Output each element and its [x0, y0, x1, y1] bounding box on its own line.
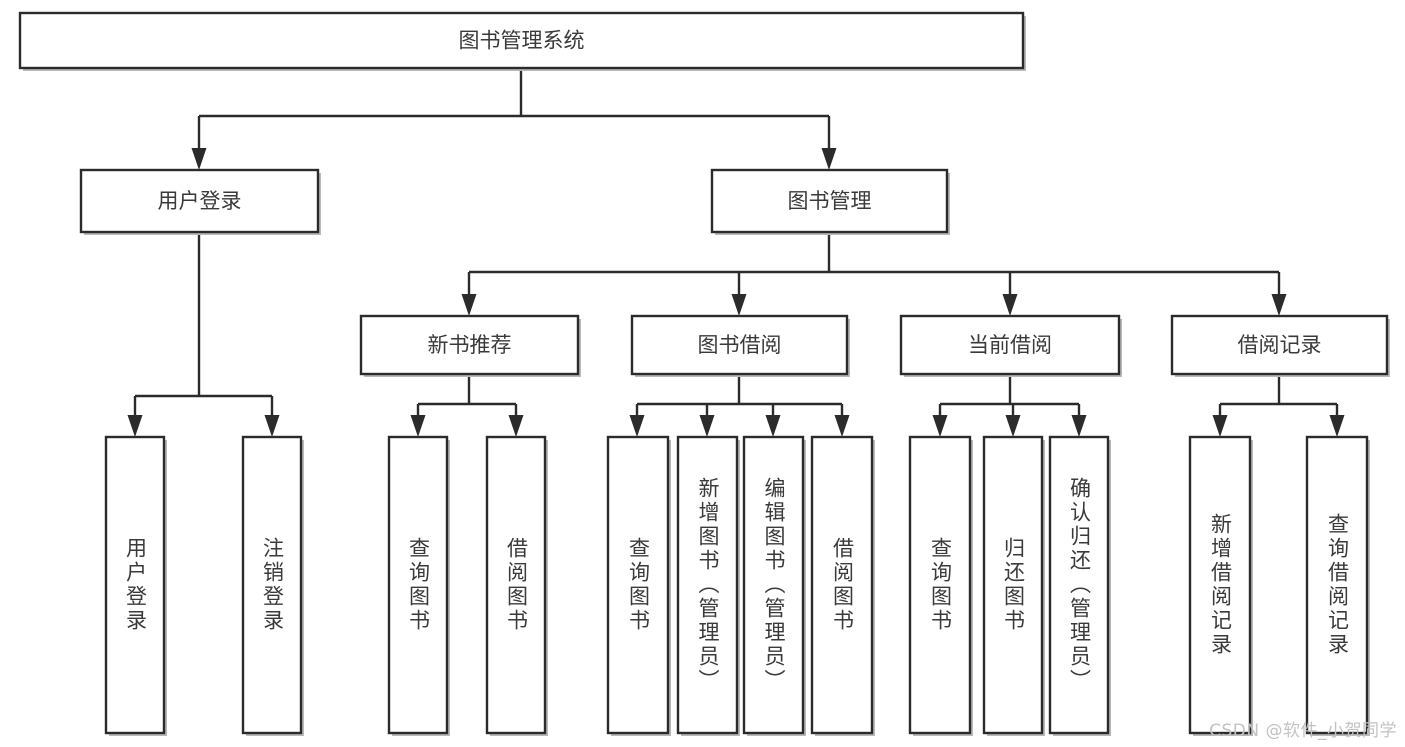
node-leaf-user-login[interactable] — [104, 435, 167, 736]
node-user-login[interactable] — [79, 168, 321, 235]
csdn-watermark: CSDN @软件_小贺同学 — [1209, 721, 1397, 741]
node-leaf-logout[interactable] — [241, 435, 304, 736]
connector-current-borrow — [932, 374, 1087, 437]
node-borrow-record[interactable] — [1170, 314, 1390, 377]
node-leaf-query-book-2[interactable] — [606, 435, 671, 736]
node-leaf-query-borrow-record[interactable] — [1305, 435, 1370, 736]
node-label-root: 图书管理系统 — [459, 29, 585, 53]
node-label-borrow-record: 借阅记录 — [1238, 333, 1322, 357]
node-leaf-return-book[interactable] — [982, 435, 1045, 736]
node-leaf-edit-book-admin[interactable] — [742, 435, 806, 736]
node-book-manage[interactable] — [710, 168, 950, 235]
connector-new-book-recommend — [410, 374, 524, 437]
node-leaf-add-borrow-record[interactable] — [1188, 435, 1253, 736]
connector-book-borrow — [629, 374, 850, 437]
connector-root — [191, 68, 837, 170]
connector-borrow-record — [1212, 374, 1345, 437]
node-box-layer — [18, 11, 1390, 736]
node-leaf-confirm-return-admin[interactable] — [1048, 435, 1111, 736]
node-new-book-recommend[interactable] — [359, 314, 581, 377]
node-label-current-borrow: 当前借阅 — [968, 333, 1052, 357]
node-book-borrow[interactable] — [630, 314, 850, 377]
node-leaf-query-book-1[interactable] — [387, 435, 450, 736]
connector-book-manage — [461, 232, 1287, 316]
node-label-book-manage: 图书管理 — [788, 189, 872, 213]
node-leaf-query-book-3[interactable] — [908, 435, 973, 736]
connector-layer — [127, 68, 1345, 437]
node-label-book-borrow: 图书借阅 — [698, 333, 782, 357]
connector-user-login — [127, 232, 280, 437]
node-current-borrow[interactable] — [899, 314, 1122, 377]
node-leaf-borrow-book-1[interactable] — [485, 435, 548, 736]
node-root[interactable] — [18, 11, 1026, 71]
node-label-new-book-recommend: 新书推荐 — [428, 333, 512, 357]
node-leaf-borrow-book-2[interactable] — [810, 435, 875, 736]
node-leaf-add-book-admin[interactable] — [676, 435, 740, 736]
node-label-user-login: 用户登录 — [158, 189, 242, 213]
